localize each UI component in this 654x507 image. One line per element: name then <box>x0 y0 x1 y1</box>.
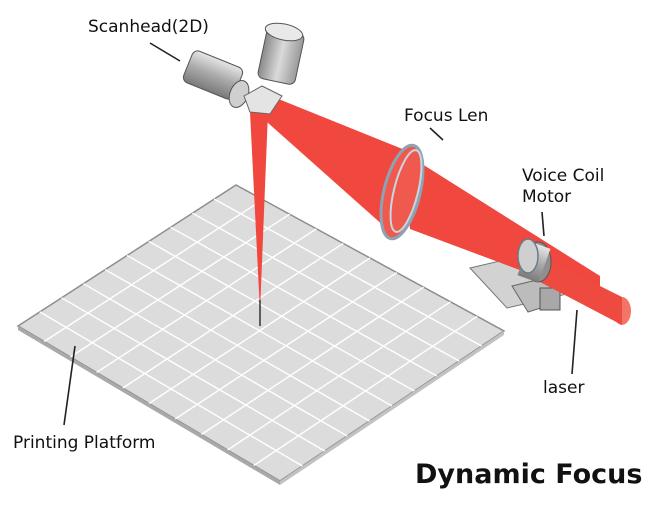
diagram-title: Dynamic Focus <box>415 459 643 490</box>
voice-coil-label-line1: Voice Coil <box>522 166 605 186</box>
laser-block <box>539 287 561 311</box>
platform-edge-right <box>280 331 504 485</box>
platform-edge <box>18 326 280 485</box>
scanhead <box>182 22 305 115</box>
platform-label: Printing Platform <box>13 433 156 453</box>
leader-lines <box>63 42 578 426</box>
printing-platform <box>16 184 506 485</box>
platform-grid-line <box>148 240 415 392</box>
focus-len-label: Focus Len <box>404 106 489 126</box>
laser-label: laser <box>543 378 585 398</box>
scan-mirror <box>243 85 283 115</box>
platform-grid <box>39 198 482 467</box>
leader-focus-len <box>429 127 444 141</box>
focus-lens <box>379 143 425 241</box>
platform-grid-line <box>174 272 398 420</box>
leader-voice-coil <box>541 211 545 237</box>
laser-beam-to-scanhead <box>258 94 410 236</box>
platform-grid-line <box>253 315 478 467</box>
platform-grid-line <box>148 257 371 405</box>
platform-grid-line <box>227 301 451 451</box>
platform-grid-line <box>201 286 424 436</box>
laser-beam-narrow <box>540 260 622 325</box>
platform-grid-line <box>192 212 460 362</box>
leader-laser <box>571 309 578 375</box>
scanhead-label: Scanhead(2D) <box>88 17 209 37</box>
voice-coil-motor <box>517 238 552 283</box>
leader-platform <box>63 345 76 426</box>
voice-coil-label-line2: Motor <box>522 187 572 207</box>
leader-scanhead <box>149 42 181 62</box>
platform-grid-line <box>170 226 438 377</box>
laser-beam-down <box>250 112 268 312</box>
